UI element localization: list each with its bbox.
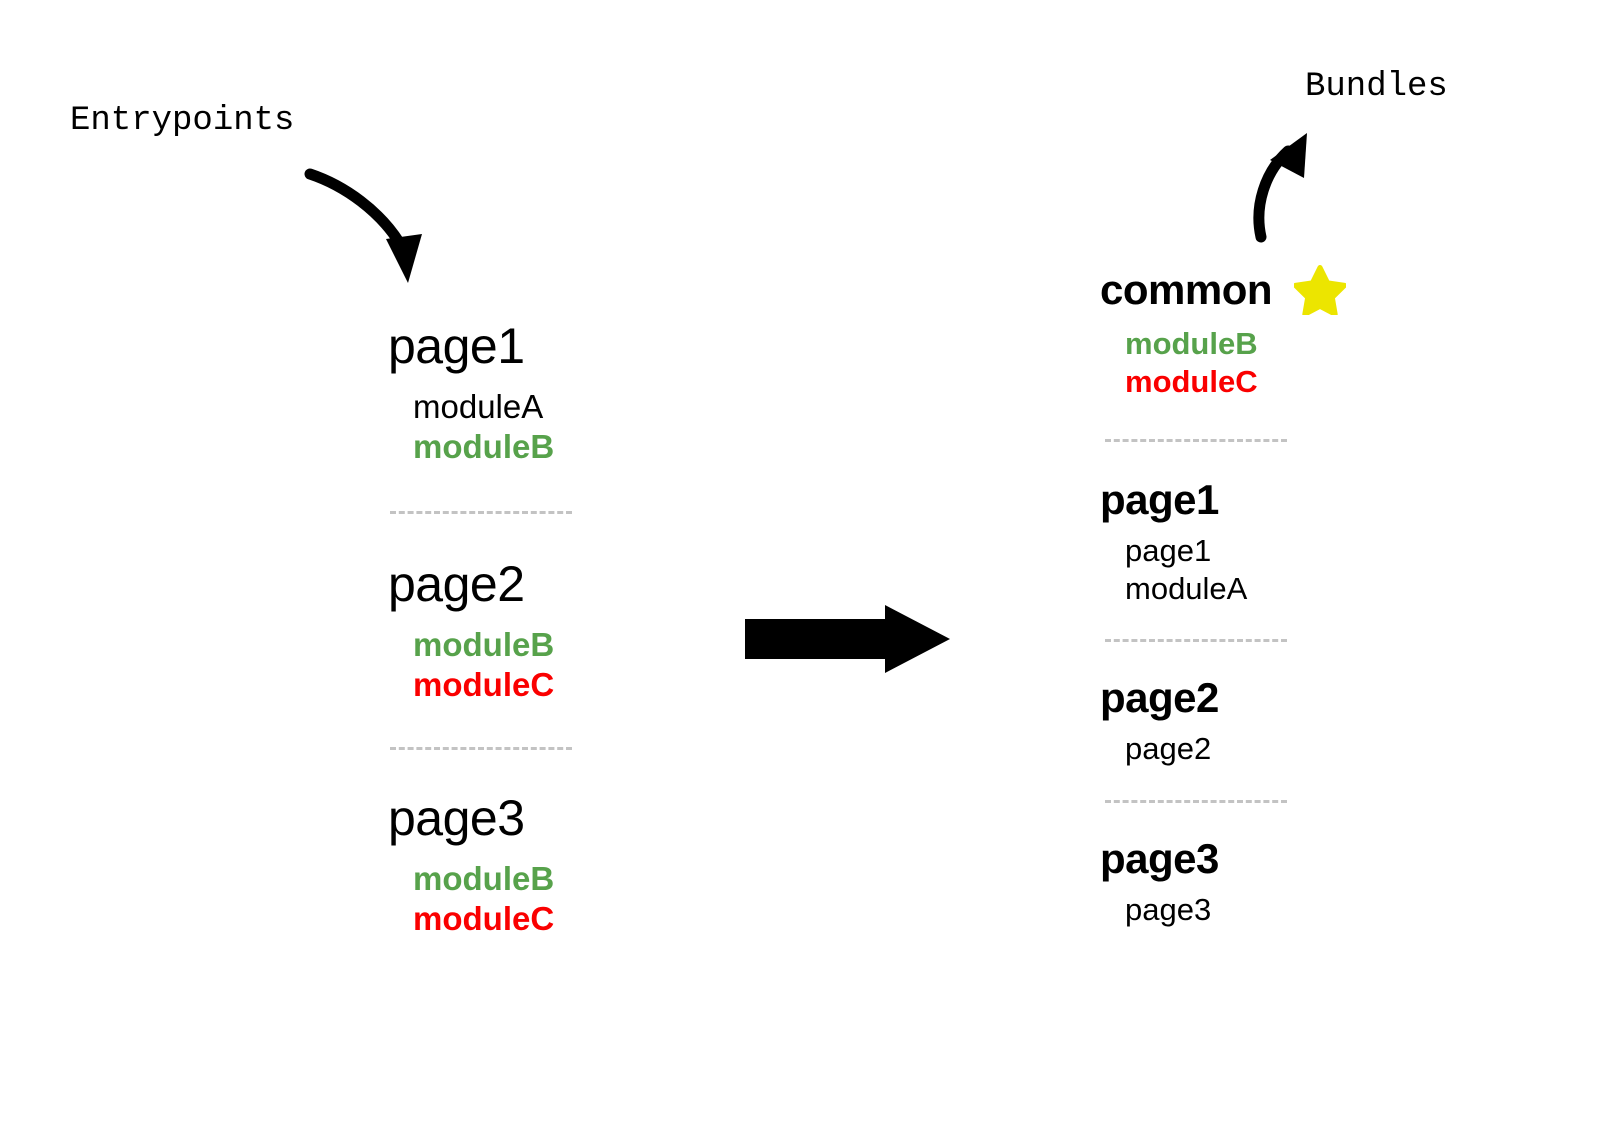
entrypoint-group-title: page1 xyxy=(388,318,525,374)
entrypoint-group-title: page3 xyxy=(388,790,525,846)
bundles-title: Bundles xyxy=(1305,68,1448,106)
module-item: page2 xyxy=(1125,731,1212,767)
entrypoints-curved-arrow-icon xyxy=(304,168,422,283)
module-item: moduleC xyxy=(413,665,555,703)
bundle-group-title: common xyxy=(1100,265,1273,313)
bundle-group-common[interactable]: common moduleB moduleC xyxy=(1100,265,1440,401)
bundles-curved-arrow-icon xyxy=(1253,133,1307,243)
module-item: page3 xyxy=(1125,892,1212,928)
entrypoint-group-title: page2 xyxy=(388,556,525,612)
bundle-group-title: page1 xyxy=(1100,475,1219,523)
module-item: moduleC xyxy=(413,899,555,937)
module-item: moduleB xyxy=(413,427,555,465)
module-list: moduleB moduleC xyxy=(388,625,708,706)
module-item: moduleB xyxy=(1125,326,1258,361)
transform-arrow-icon xyxy=(745,605,950,673)
bundles-column: common moduleB moduleC page1 page1 modul… xyxy=(1100,265,1440,929)
bundle-group-page2[interactable]: page2 page2 xyxy=(1100,676,1440,768)
module-list: page1 moduleA xyxy=(1100,532,1440,608)
entrypoint-group-page3[interactable]: page3 moduleB moduleC xyxy=(388,792,708,939)
module-item: moduleC xyxy=(1125,363,1258,399)
module-list: page2 xyxy=(1100,730,1440,768)
group-separator xyxy=(390,747,572,750)
group-separator xyxy=(1105,639,1287,643)
bundle-group-title: page3 xyxy=(1100,835,1219,883)
group-separator xyxy=(1105,800,1287,804)
star-icon xyxy=(1292,265,1348,317)
module-list: moduleB moduleC xyxy=(1100,325,1440,401)
module-item: moduleA xyxy=(1125,570,1248,606)
module-item: moduleA xyxy=(413,387,544,425)
entrypoints-column: page1 moduleA moduleB page2 moduleB modu… xyxy=(388,320,708,939)
bundle-group-page3[interactable]: page3 page3 xyxy=(1100,837,1440,929)
module-list: page3 xyxy=(1100,891,1440,929)
group-separator xyxy=(390,511,572,514)
entrypoints-title: Entrypoints xyxy=(70,102,295,140)
module-item: page1 xyxy=(1125,532,1212,568)
bundle-group-page1[interactable]: page1 page1 moduleA xyxy=(1100,475,1440,608)
module-list: moduleA moduleB xyxy=(388,387,708,468)
module-list: moduleB moduleC xyxy=(388,859,708,940)
bundle-title-row: common xyxy=(1100,265,1440,317)
entrypoint-group-page2[interactable]: page2 moduleB moduleC xyxy=(388,558,708,705)
module-item: moduleB xyxy=(413,625,555,663)
entrypoint-group-page1[interactable]: page1 moduleA moduleB xyxy=(388,320,708,467)
bundle-group-title: page2 xyxy=(1100,674,1219,722)
module-item: moduleB xyxy=(413,859,555,897)
group-separator xyxy=(1105,438,1287,442)
